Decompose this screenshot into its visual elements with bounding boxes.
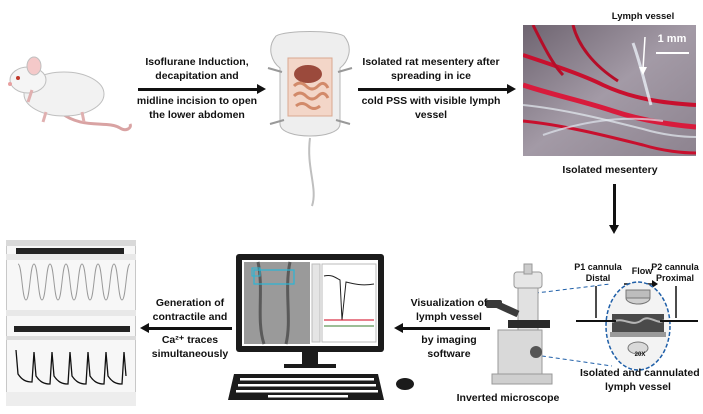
step2-line4: vessel: [414, 109, 448, 121]
arrow-step2: [358, 84, 516, 94]
p1-cannula-label: P1 cannula: [574, 262, 622, 272]
cannula-schematic: [528, 280, 698, 371]
step3-line1: Visualization of: [410, 297, 488, 309]
dissected-rat-illustration: [267, 31, 353, 207]
inverted-microscope-illustration: [486, 263, 553, 385]
photo-caption: Isolated mesentery: [562, 164, 658, 176]
computer-illustration: [228, 254, 414, 400]
objective-20x-label: 20X: [634, 352, 646, 358]
arrow-step1: [138, 84, 266, 94]
step1-line4: the lower abdomen: [149, 109, 245, 121]
step4-line3: Ca²⁺ traces: [161, 334, 219, 346]
step1-line3: midline incision to open: [136, 95, 258, 107]
cannula-caption-line1: Isolated and cannulated: [580, 367, 700, 379]
p2-proximal-label: Proximal: [655, 273, 695, 283]
p1-distal-label: Distal: [585, 273, 611, 283]
cannula-caption-line2: lymph vessel: [605, 381, 671, 393]
step3-line2: lymph vessel: [416, 311, 482, 323]
lymph-vessel-label: Lymph vessel: [611, 11, 675, 22]
flow-label: Flow: [631, 266, 653, 276]
rat-illustration: [8, 56, 132, 132]
mesentery-photo: [523, 25, 696, 156]
step4-line4: simultaneously: [151, 348, 229, 360]
step3-line3: by imaging: [421, 334, 477, 346]
step4-line1: Generation of: [155, 297, 225, 309]
step1-line1: Isoflurane Induction,: [145, 56, 249, 68]
microscope-caption: Inverted microscope: [456, 392, 560, 404]
step2-line1: Isolated rat mesentery after: [362, 56, 500, 68]
scale-bar-label: 1 mm: [657, 33, 687, 45]
p2-cannula-label: P2 cannula: [651, 262, 699, 272]
trace-software-screenshot: [6, 240, 136, 406]
step1-line2: decapitation and: [155, 70, 239, 82]
arrow-step4: [140, 323, 232, 333]
step2-line3: cold PSS with visible lymph: [361, 95, 501, 107]
arrow-step3: [394, 323, 490, 333]
step2-line2: spreading in ice: [391, 70, 471, 82]
step3-line4: software: [427, 348, 471, 360]
step4-line2: contractile and: [152, 311, 228, 323]
arrow-down: [609, 184, 619, 234]
